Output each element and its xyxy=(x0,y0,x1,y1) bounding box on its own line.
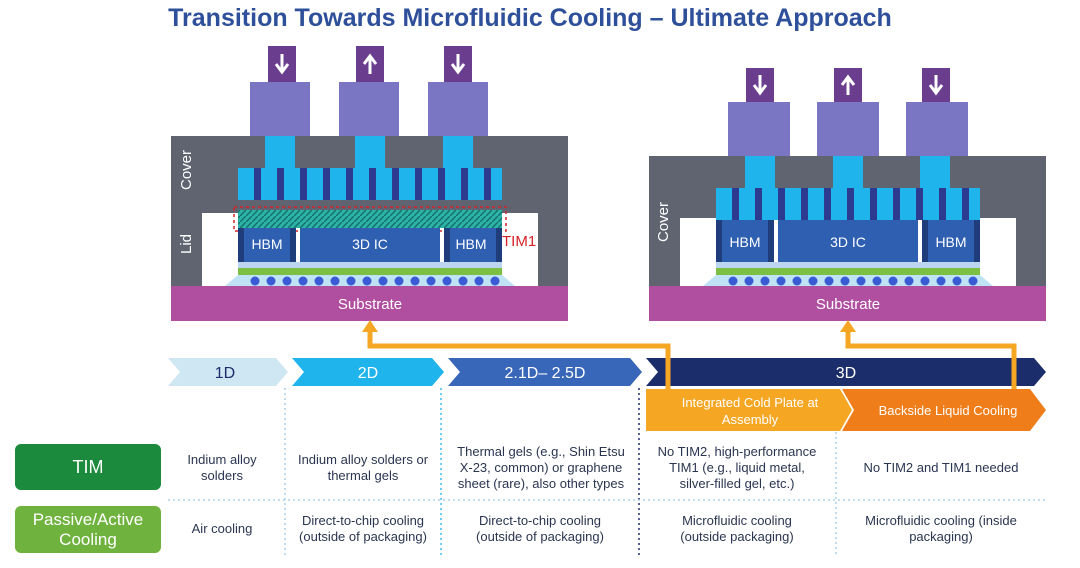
right-coolant-ports xyxy=(728,68,968,156)
left-lid-label: Lid xyxy=(178,234,195,254)
stage-2-5d xyxy=(448,358,642,386)
cooling-cell-2-5d: Direct-to-chip cooling (outside of packa… xyxy=(476,513,604,544)
right-interposer xyxy=(716,268,980,275)
tim-cell-1d: Indium alloy solders xyxy=(187,452,257,483)
approach-cold-plate xyxy=(646,389,852,431)
arrow-down-icon xyxy=(928,75,944,96)
right-die-block xyxy=(778,220,918,262)
left-hbm-left-block xyxy=(238,228,296,262)
arrow-up-icon xyxy=(840,74,856,95)
right-hbm-right-block xyxy=(922,220,980,262)
cooling-cell-1d: Air cooling xyxy=(191,521,253,536)
approach-backside-label: Backside Liquid Cooling xyxy=(879,403,1018,418)
right-hbm-right-label: HBM xyxy=(935,234,966,250)
cooling-cell-2d: Direct-to-chip cooling (outside of packa… xyxy=(299,513,427,544)
arrow-up-icon xyxy=(362,53,378,74)
cooling-cell-3d-backside: Microfluidic cooling (inside packaging) xyxy=(865,513,1017,544)
right-cover-label: Cover xyxy=(655,202,672,242)
left-tim1-layer xyxy=(238,210,502,228)
left-hbm-right-label: HBM xyxy=(455,236,486,252)
connector-right-arrowhead xyxy=(840,320,856,332)
approach-cold-plate-label-line1: Integrated Cold Plate at xyxy=(682,395,819,410)
page-title: Transition Towards Microfluidic Cooling … xyxy=(168,4,892,32)
cooling-cell-3d-cold-plate: Microfluidic cooling (outside packaging) xyxy=(680,513,794,544)
approach-cold-plate-label-line2: Assembly xyxy=(722,412,779,427)
connector-right xyxy=(845,330,1017,389)
right-hbm-left-label: HBM xyxy=(729,234,760,250)
left-hbm-left-label: HBM xyxy=(251,236,282,252)
right-hbm-left-block xyxy=(716,220,774,262)
connector-arrows xyxy=(367,330,1017,389)
tim-cell-2d: Indium alloy solders or thermal gels xyxy=(297,452,429,483)
arrow-down-icon xyxy=(450,54,466,75)
stage-1d-label: 1D xyxy=(215,365,235,382)
left-cover-label: Cover xyxy=(178,150,195,190)
left-substrate-block xyxy=(171,286,568,321)
left-coolant-ports xyxy=(250,46,488,136)
stage-2d-label: 2D xyxy=(358,365,378,382)
stage-2-5d-label: 2.1D– 2.5D xyxy=(505,365,586,382)
right-substrate-block xyxy=(649,286,1046,321)
left-interposer xyxy=(238,268,502,275)
left-die-label: 3D IC xyxy=(352,236,388,252)
stage-1d xyxy=(168,358,288,386)
approach-backside xyxy=(842,389,1046,431)
approach-arrows: Integrated Cold Plate at Assembly Backsi… xyxy=(646,389,1046,431)
left-fins xyxy=(238,136,502,200)
connector-left-arrowhead xyxy=(362,320,378,332)
row-label-tim: TIM xyxy=(15,444,161,490)
left-package: Cover Lid HBM 3D IC HBM TIM1 Substrate xyxy=(171,46,568,321)
stage-3d xyxy=(646,358,1046,386)
left-hbm-right-block xyxy=(444,228,502,262)
tim1-label: TIM1 xyxy=(502,233,536,250)
stage-3d-label: 3D xyxy=(836,365,856,382)
tim-cell-3d-backside: No TIM2 and TIM1 needed xyxy=(863,460,1019,475)
left-substrate-label: Substrate xyxy=(338,296,402,313)
table-grid xyxy=(168,388,1048,555)
arrow-down-icon xyxy=(752,75,768,96)
left-die-block xyxy=(300,228,440,262)
right-die-label: 3D IC xyxy=(830,234,866,250)
row-label-cooling: Passive/Active Cooling xyxy=(15,506,161,553)
right-fins xyxy=(716,156,980,220)
tim-cell-2-5d: Thermal gels (e.g., Shin Etsu X-23, comm… xyxy=(457,444,625,491)
right-package: Cover HBM 3D IC HBM Substrate xyxy=(649,68,1046,321)
connector-left xyxy=(367,330,671,389)
stage-timeline: 1D 2D 2.1D– 2.5D 3D xyxy=(168,358,1046,386)
arrow-down-icon xyxy=(274,54,290,75)
right-substrate-label: Substrate xyxy=(816,296,880,313)
stage-2d xyxy=(292,358,444,386)
tim-cell-3d-cold-plate: No TIM2, high-performance TIM1 (e.g., li… xyxy=(657,444,817,491)
